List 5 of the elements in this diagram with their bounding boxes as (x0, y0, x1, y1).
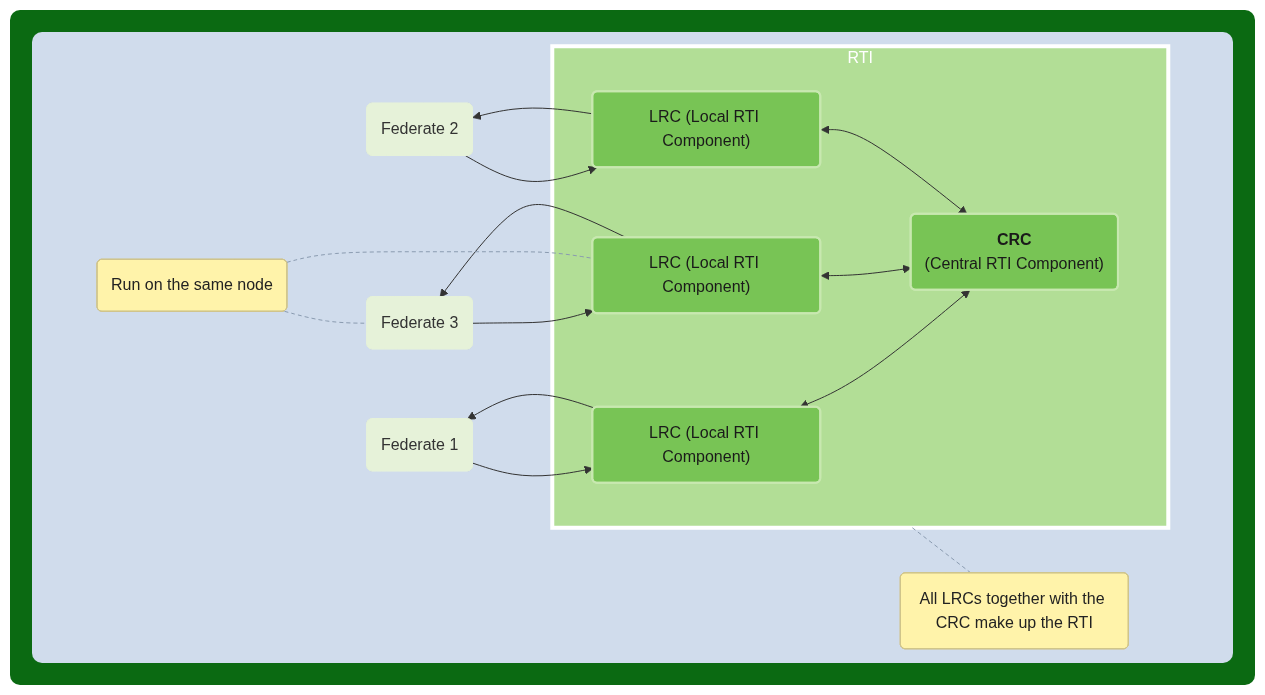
connector (911, 527, 972, 574)
arrow (472, 308, 594, 324)
arrow (820, 125, 968, 215)
arrow (466, 394, 596, 420)
arrow (464, 155, 597, 182)
